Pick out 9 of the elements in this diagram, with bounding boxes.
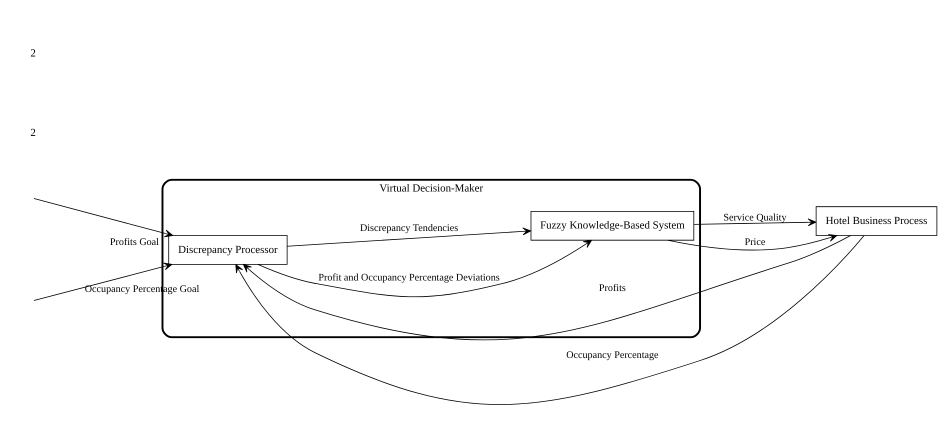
label: 2 bbox=[30, 126, 36, 139]
label: 2 bbox=[30, 47, 36, 60]
edge-label: Profit and Occupancy Percentage Deviations bbox=[318, 272, 500, 284]
edge-label: Profits Goal bbox=[109, 236, 158, 248]
edge-label: Profits bbox=[598, 282, 626, 294]
edge-label: Price bbox=[744, 236, 765, 248]
edge-label: Discrepancy Tendencies bbox=[359, 222, 458, 234]
edge-label: Service Quality bbox=[722, 212, 786, 224]
edge-label: Occupancy Percentage bbox=[566, 350, 658, 361]
